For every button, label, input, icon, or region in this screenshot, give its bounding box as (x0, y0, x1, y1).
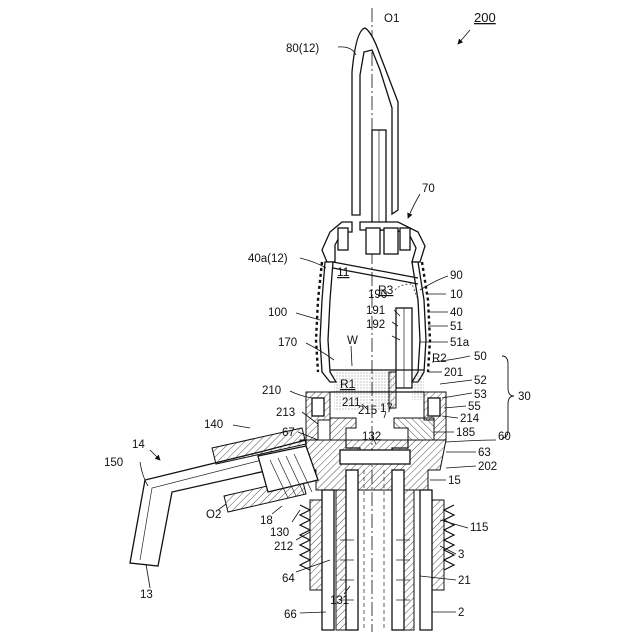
label-50: 50 (474, 351, 487, 363)
label-18: 18 (260, 515, 273, 527)
label-40a-12: 40a(12) (248, 253, 288, 265)
label-190: 190 (368, 289, 387, 301)
label-130: 130 (270, 527, 289, 539)
label-53: 53 (474, 389, 487, 401)
label-131: 131 (330, 595, 349, 607)
label-214: 214 (460, 413, 480, 425)
label-63: 63 (478, 447, 491, 459)
label-67: 67 (282, 427, 295, 439)
label-13: 13 (140, 589, 153, 601)
label-150: 150 (104, 457, 123, 469)
axis-label-o1: O1 (384, 13, 399, 25)
label-201: 201 (444, 367, 463, 379)
label-213: 213 (276, 407, 295, 419)
label-170: 170 (278, 337, 297, 349)
label-40: 40 (450, 307, 463, 319)
label-14: 14 (132, 439, 145, 451)
label-51: 51 (450, 321, 463, 333)
label-202: 202 (478, 461, 497, 473)
label-64: 64 (282, 573, 295, 585)
label-11: 11 (337, 265, 350, 279)
label-2: 2 (458, 607, 464, 619)
label-210: 210 (262, 385, 281, 397)
label-212: 212 (274, 541, 293, 553)
threaded-neck (300, 470, 454, 630)
label-r1: R1 (340, 377, 356, 391)
nozzle-tip (352, 28, 398, 230)
label-70: 70 (422, 183, 435, 195)
label-191: 191 (366, 305, 385, 317)
label-w: W (347, 335, 358, 347)
bracket-30 (502, 356, 514, 438)
label-132: 132 (362, 431, 381, 443)
label-80-12: 80(12) (286, 43, 319, 55)
label-66: 66 (284, 609, 297, 621)
cap (322, 222, 425, 262)
label-215: 215 (358, 405, 377, 417)
label-90: 90 (450, 270, 463, 282)
label-60: 60 (498, 431, 511, 443)
label-r2: R2 (432, 353, 447, 365)
label-52: 52 (474, 375, 487, 387)
label-115: 115 (470, 522, 488, 534)
label-30: 30 (518, 391, 531, 403)
label-185: 185 (456, 427, 475, 439)
label-192: 192 (366, 319, 385, 331)
label-10: 10 (450, 289, 463, 301)
label-21: 21 (458, 575, 471, 587)
label-51a: 51a (450, 337, 470, 349)
label-100: 100 (268, 307, 287, 319)
label-15: 15 (448, 475, 461, 487)
figure-number: 200 (474, 10, 496, 25)
label-140: 140 (204, 419, 223, 431)
label-3: 3 (458, 549, 464, 561)
label-55: 55 (468, 401, 481, 413)
label-17: 17 (380, 403, 393, 415)
label-o2: O2 (206, 509, 221, 521)
